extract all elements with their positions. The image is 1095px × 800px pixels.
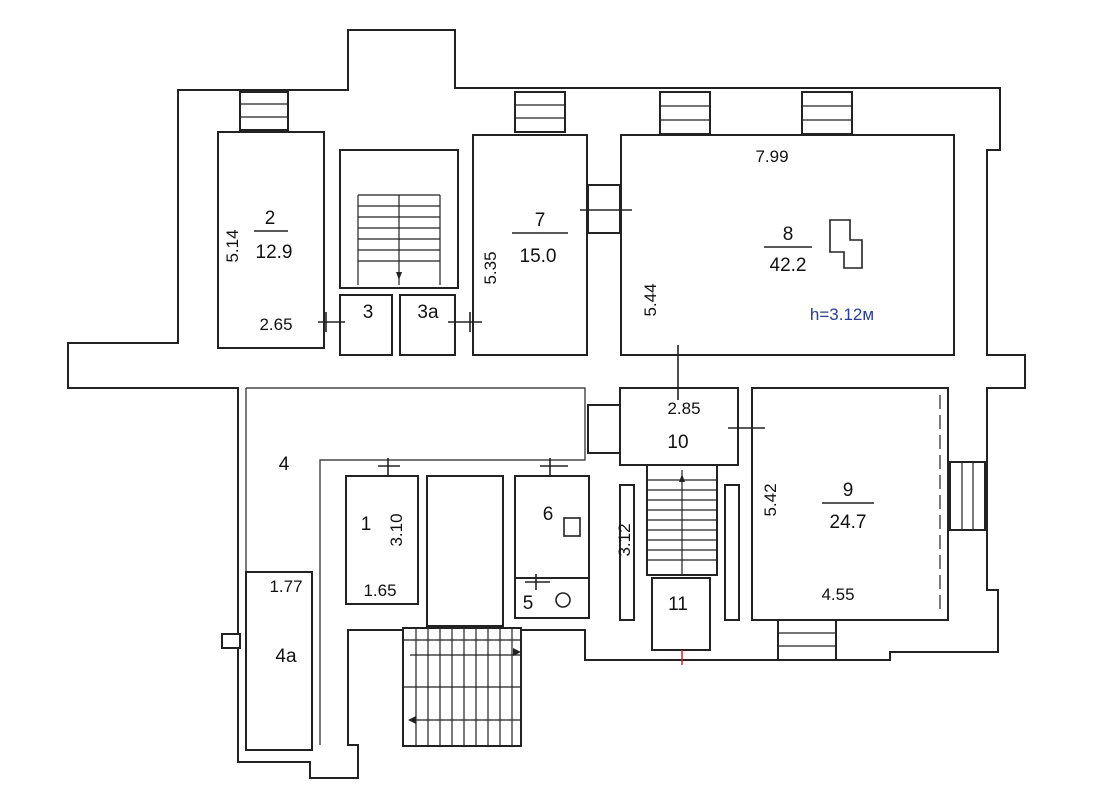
room-4-number: 4: [279, 454, 290, 475]
room-8-area: 42.2: [770, 255, 807, 276]
room-6: [514, 475, 590, 579]
room-9-area: 24.7: [830, 512, 867, 533]
room-11-number: 11: [668, 594, 688, 615]
staircase-11: [619, 464, 740, 665]
room-7-dim-side: 5.35: [481, 251, 500, 284]
room-2: [217, 131, 325, 349]
door-markers: [318, 209, 765, 590]
room-9-dim-side: 5.42: [761, 483, 780, 516]
room-9-number: 9: [843, 480, 854, 501]
ceiling-height: h=3.12м: [810, 305, 874, 324]
room-3a-number: 3a: [417, 302, 439, 323]
room-2-number: 2: [265, 208, 276, 229]
room-3a: [399, 294, 456, 356]
room-2-dim-side: 5.14: [223, 229, 242, 262]
room-1-dim-side: 3.10: [387, 513, 406, 546]
room-10: [619, 387, 739, 466]
room-2-area: 12.9: [256, 242, 293, 263]
room-1-number: 1: [361, 514, 372, 535]
room-5-number: 5: [523, 593, 534, 614]
window-markers: [221, 91, 986, 661]
room-8-dim-top: 7.99: [755, 147, 788, 166]
room-7-number: 7: [535, 210, 546, 231]
shaft: [426, 475, 504, 627]
sink-icon: [563, 517, 581, 537]
room-9-dim-bottom: 4.55: [821, 585, 854, 604]
room-10-dim-top: 2.85: [667, 399, 700, 418]
room-5: [514, 577, 590, 619]
room-7: [472, 134, 588, 356]
room-8-number: 8: [783, 224, 794, 245]
room-8: [620, 134, 955, 356]
room-1: [345, 475, 419, 605]
room-7-area: 15.0: [520, 246, 557, 267]
room-8-dim-side: 5.44: [641, 283, 660, 316]
room-11-dim-side: 3.12: [615, 523, 634, 556]
room-9: [751, 387, 949, 621]
room-4a-dim-top: 1.77: [269, 577, 302, 596]
top-staircase: [339, 149, 459, 289]
column-icon: [829, 219, 863, 269]
room-4a-number: 4a: [275, 646, 297, 667]
room-3: [339, 294, 393, 356]
entrance-staircase: [402, 627, 522, 747]
room-4a: [245, 571, 313, 751]
room-2-dim-bottom: 2.65: [259, 315, 292, 334]
corridor-outline: [246, 387, 586, 745]
toilet-icon: [555, 592, 571, 608]
room-1-dim-bottom: 1.65: [363, 581, 396, 600]
room-3-number: 3: [363, 302, 374, 323]
room-6-number: 6: [543, 504, 554, 525]
room-10-number: 10: [667, 432, 688, 453]
